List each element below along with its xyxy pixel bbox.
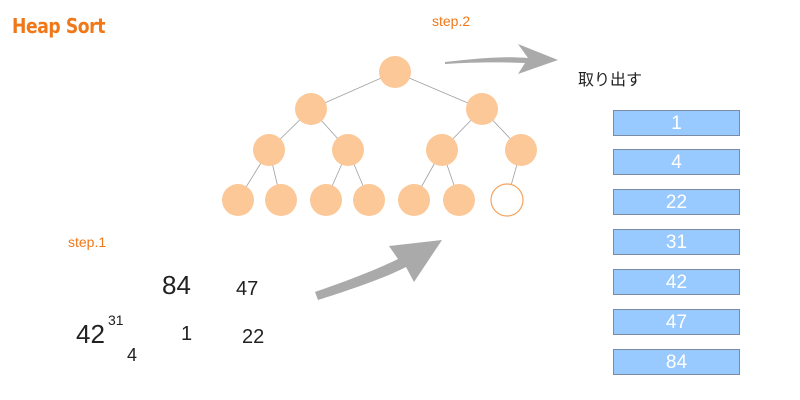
- tree-node: [398, 184, 430, 216]
- step1-arrow: [315, 240, 442, 300]
- tree-node: [295, 93, 327, 125]
- sorted-box-6: 47: [613, 309, 740, 335]
- input-number-4: 4: [127, 345, 138, 365]
- page-title: Heap Sort: [12, 14, 106, 38]
- sorted-box-2: 4: [613, 149, 740, 175]
- input-number-84: 84: [162, 270, 191, 300]
- arrows: [315, 44, 558, 300]
- sorted-box-5: 42: [613, 269, 740, 295]
- tree-node-empty: [490, 183, 524, 217]
- input-number-22: 22: [242, 326, 265, 348]
- sorted-box-4: 31: [613, 229, 740, 255]
- tree-node: [505, 134, 537, 166]
- tree-node: [379, 56, 411, 88]
- input-number-47: 47: [236, 278, 259, 300]
- tree-node: [332, 134, 364, 166]
- input-number-31: 31: [108, 312, 124, 328]
- step1-label: step.1: [68, 234, 107, 250]
- input-number-1: 1: [181, 323, 193, 345]
- step2-label: step.2: [432, 13, 471, 29]
- tree-node: [466, 93, 498, 125]
- tree-node: [443, 184, 475, 216]
- tree-node: [310, 184, 342, 216]
- tree-node: [353, 184, 385, 216]
- tree-edges: [237, 71, 522, 201]
- tree-node: [222, 184, 254, 216]
- sorted-box-1: 1: [613, 110, 740, 136]
- input-number-42: 42: [76, 319, 105, 349]
- sorted-box-7: 84: [613, 349, 740, 375]
- step2-arrow: [445, 44, 558, 74]
- tree-node: [426, 134, 458, 166]
- tree-nodes: [222, 56, 537, 217]
- sorted-box-3: 22: [613, 189, 740, 215]
- tree-node: [265, 184, 297, 216]
- tree-node: [253, 134, 285, 166]
- extract-label: 取り出す: [578, 70, 643, 89]
